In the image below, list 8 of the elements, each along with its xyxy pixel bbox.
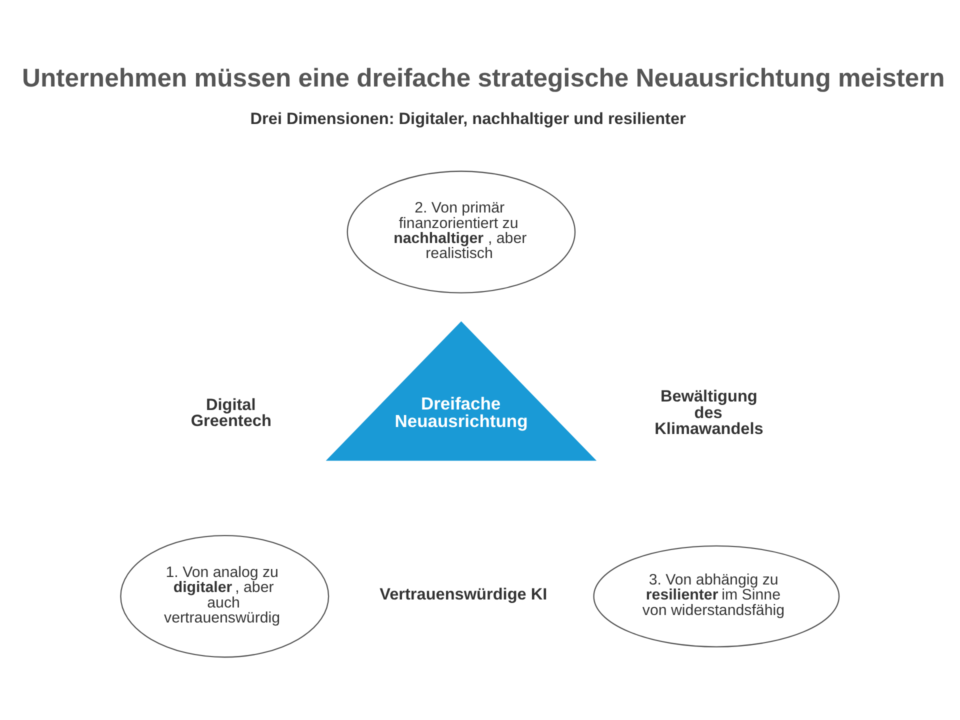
label: Vertrauenswürdige KI — [380, 586, 548, 604]
node-ellipse: 1. Von analog zu digitaler, aber auch vertrauenswürdig — [120, 535, 330, 658]
node-ellipse: 2. Von primär finanzorientiert zu nachhaltiger, aber realistisch — [346, 170, 576, 294]
label: Bewältigung des Klimawandels — [654, 388, 764, 438]
label: Drei Dimensionen: Digitaler, nachhaltiger und resilienter — [250, 110, 686, 128]
label: Digital Greentech — [190, 396, 272, 430]
node-ellipse: 3. Von abhängig zu resilienter im Sinne von widerstandsfähig — [593, 545, 840, 648]
diagram-title: Unternehmen müssen eine dreifache strategische Neuausrichtung meistern — [22, 64, 945, 93]
